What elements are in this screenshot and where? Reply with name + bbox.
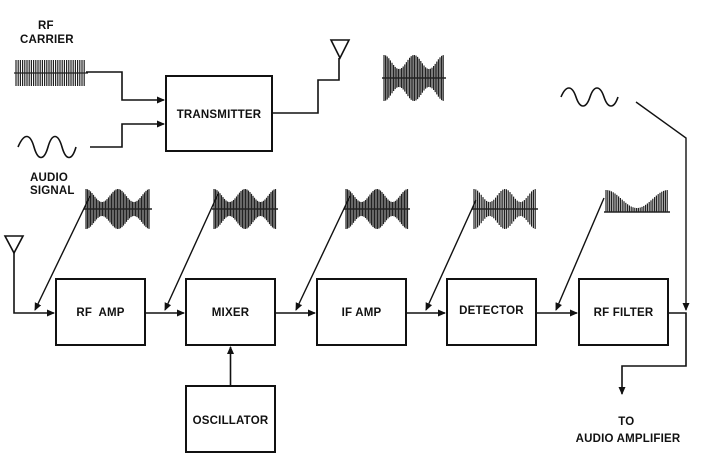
detector-input-leader xyxy=(425,199,477,311)
rf-filter-block xyxy=(578,278,669,346)
if-amp-block xyxy=(316,278,407,346)
audio-signal-label: AUDIO SIGNAL xyxy=(30,172,75,197)
receive-antenna-icon xyxy=(3,235,25,255)
if-amp-input-leader xyxy=(295,195,351,311)
mixer-label: MIXER xyxy=(212,307,250,319)
audio-signal-wire xyxy=(90,120,165,148)
rf-amp-input-waveform xyxy=(84,189,152,229)
rf-carrier-wire xyxy=(86,71,165,104)
oscillator-label: OSCILLATOR xyxy=(193,415,269,427)
rf-filter-input-leader xyxy=(555,197,605,311)
recovered-audio-waveform xyxy=(560,87,619,107)
mixer-input-leader xyxy=(164,193,219,311)
transmitted-am-waveform xyxy=(382,55,446,101)
rf-filter-label: RF FILTER xyxy=(594,307,654,319)
transmit-antenna-icon xyxy=(329,39,351,60)
transmitter-label: TRANSMITTER xyxy=(177,109,262,121)
antenna-lead-wire xyxy=(13,253,55,317)
recovered-audio-leader xyxy=(635,101,690,311)
rf-filter-input-waveform xyxy=(604,190,670,213)
rf-amp-label: RF AMP xyxy=(76,307,124,319)
detector-block xyxy=(446,278,537,346)
rf-carrier-waveform xyxy=(14,60,88,86)
detector-input-waveform xyxy=(472,189,538,229)
output-wire xyxy=(618,312,687,395)
if-amp-input-waveform xyxy=(344,189,410,229)
rf-amp-input-leader xyxy=(34,195,91,311)
to-audio-amplifier-label: TO AUDIO AMPLIFIER xyxy=(576,416,681,445)
rf-carrier-label: RF CARRIER xyxy=(20,20,74,46)
mixer-block xyxy=(185,278,276,346)
rf-amp-block xyxy=(55,278,146,346)
detector-label: DETECTOR xyxy=(459,305,524,317)
mixer-input-waveform xyxy=(212,189,278,229)
transmitter-output-wire xyxy=(272,58,340,114)
if-amp-label: IF AMP xyxy=(342,307,382,319)
audio-signal-waveform xyxy=(17,135,77,159)
